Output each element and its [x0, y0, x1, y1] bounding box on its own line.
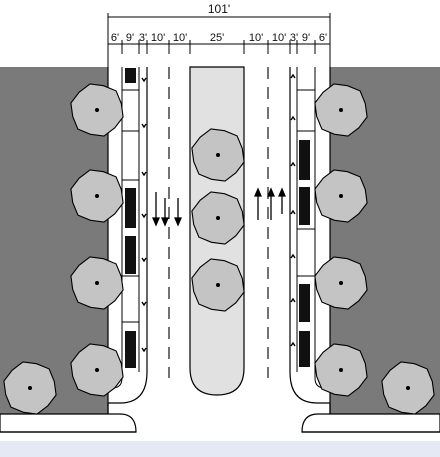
- tree-trunk: [339, 194, 343, 198]
- parked-car: [125, 188, 136, 228]
- lane-arrows-southbound: [152, 192, 182, 227]
- tree-trunk: [95, 108, 99, 112]
- tree-trunk: [216, 216, 220, 220]
- tree-trunk: [95, 194, 99, 198]
- bottom-band: [0, 441, 440, 457]
- cross-street-sidewalk-left: [0, 413, 137, 433]
- segment-label: 9': [302, 32, 310, 44]
- dimension-string: [107, 13, 331, 67]
- tree-trunk: [216, 153, 220, 157]
- parked-car: [125, 68, 136, 83]
- segment-label: 10': [272, 32, 286, 44]
- segment-label: 3': [139, 32, 147, 44]
- lane-arrows-northbound: [254, 187, 286, 220]
- parking-stall-ticks: [122, 89, 315, 323]
- stall-markers: [141, 73, 296, 353]
- overall-dimension-label: 101': [208, 2, 230, 16]
- segment-label: 6': [319, 32, 327, 44]
- parked-car: [125, 331, 136, 368]
- tree-trunk: [339, 108, 343, 112]
- tree-trunk: [216, 283, 220, 287]
- tree-trunk: [339, 368, 343, 372]
- parked-car: [125, 236, 136, 274]
- parked-car: [299, 284, 310, 322]
- segment-label: 9': [126, 32, 134, 44]
- parked-car: [299, 331, 310, 367]
- corner-curb-left: [108, 371, 148, 404]
- parked-cars-left: [125, 68, 136, 368]
- parked-cars-right: [299, 140, 310, 367]
- tree-trunk: [339, 281, 343, 285]
- cross-street-sidewalk-right: [301, 413, 440, 433]
- segment-label: 10': [173, 32, 187, 44]
- segment-label: 25': [210, 32, 224, 44]
- parked-car: [299, 140, 310, 180]
- corner-curb-right: [289, 371, 330, 404]
- parked-car: [299, 187, 310, 225]
- segment-label: 10': [151, 32, 165, 44]
- tree-trunk: [406, 386, 410, 390]
- segment-label: 3': [290, 32, 298, 44]
- tree-trunk: [28, 386, 32, 390]
- trees: [3, 83, 435, 415]
- tree-trunk: [95, 281, 99, 285]
- segment-label: 10': [249, 32, 263, 44]
- segment-label: 6': [111, 32, 119, 44]
- tree-trunk: [95, 368, 99, 372]
